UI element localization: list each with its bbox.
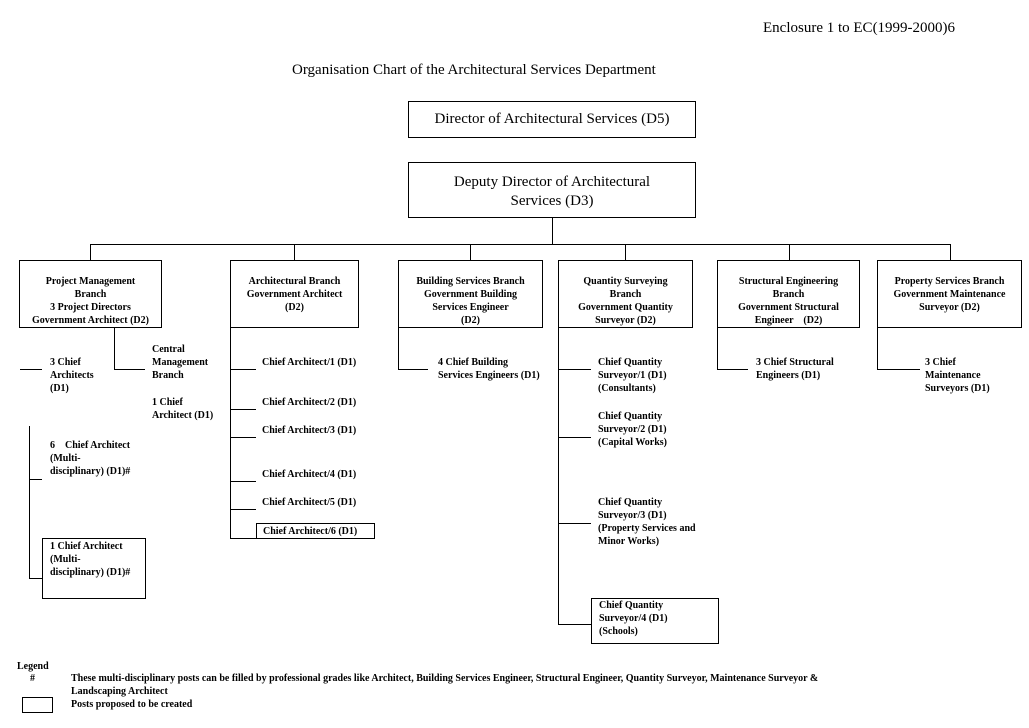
building-branch-heading: Building Services Branch Government Buil… <box>416 276 525 326</box>
central-management-branch: Central Management Branch <box>152 344 209 381</box>
property-connector <box>877 369 920 370</box>
property-vertical <box>877 328 878 369</box>
chief-building-services-engineers: 4 Chief Building Services Engineers (D1) <box>438 357 540 381</box>
chief-architect-6: Chief Architect/6 (D1) <box>263 526 358 537</box>
structural-vertical <box>717 328 718 369</box>
director-box: Director of Architectural Services (D5) <box>408 101 696 138</box>
legend-hash-text: These multi-disciplinary posts can be fi… <box>71 673 819 697</box>
legend-box-text: Posts proposed to be created <box>71 699 193 710</box>
ca4-connector <box>230 481 256 482</box>
chief-architect-multi-1-proposed-box: 1 Chief Architect (Multi- disciplinary) … <box>42 538 146 599</box>
legend-proposed-box <box>22 697 53 713</box>
drop-architectural <box>294 244 295 260</box>
legend-title: Legend <box>17 661 49 672</box>
project-branch-heading: Project Management Branch 3 Project Dire… <box>31 276 149 326</box>
chief-quantity-surveyor-1: Chief Quantity Surveyor/1 (D1) (Consulta… <box>598 357 667 394</box>
chief-quantity-surveyor-4-proposed-box: Chief Quantity Surveyor/4 (D1) (Schools) <box>591 598 719 644</box>
structural-connector <box>717 369 748 370</box>
chief-quantity-surveyor-2: Chief Quantity Surveyor/2 (D1) (Capital … <box>598 411 667 448</box>
architectural-branch-box: Architectural Branch Government Architec… <box>230 260 359 328</box>
legend-hash-symbol: # <box>30 673 35 684</box>
building-vertical <box>398 328 399 369</box>
property-branch-heading: Property Services Branch Government Main… <box>893 276 1006 313</box>
central-branch-connector <box>114 369 145 370</box>
deputy-to-bus-line <box>552 218 553 244</box>
quantity-vertical <box>558 328 559 625</box>
chief-architect-1: Chief Architect/1 (D1) <box>262 357 357 368</box>
chief-architect-3: Chief Architect/3 (D1) <box>262 425 357 436</box>
deputy-director-label: Deputy Director of Architectural Service… <box>453 174 651 209</box>
cqs1-connector <box>558 369 591 370</box>
chief-architect-4: Chief Architect/4 (D1) <box>262 469 357 480</box>
drop-project <box>90 244 91 260</box>
chief-quantity-surveyor-4: Chief Quantity Surveyor/4 (D1) (Schools) <box>599 600 668 637</box>
drop-structural <box>789 244 790 260</box>
cqs3-connector <box>558 523 591 524</box>
cqs2-connector <box>558 437 591 438</box>
chief-structural-engineers: 3 Chief Structural Engineers (D1) <box>756 357 834 381</box>
project-management-branch-box: Project Management Branch 3 Project Dire… <box>19 260 162 328</box>
multi6-connector <box>29 479 42 480</box>
ca5-connector <box>230 509 256 510</box>
chief-architect-2: Chief Architect/2 (D1) <box>262 397 357 408</box>
property-services-branch-box: Property Services Branch Government Main… <box>877 260 1022 328</box>
quantity-branch-heading: Quantity Surveying Branch Government Qua… <box>578 276 673 326</box>
quantity-surveying-branch-box: Quantity Surveying Branch Government Qua… <box>558 260 693 328</box>
chief-architect-multi-6: 6 Chief Architect (Multi- disciplinary) … <box>50 440 131 477</box>
chief-quantity-surveyor-3: Chief Quantity Surveyor/3 (D1) (Property… <box>598 497 696 547</box>
building-connector <box>398 369 428 370</box>
architectural-branch-heading: Architectural Branch Government Architec… <box>246 276 343 313</box>
ca1-connector <box>230 369 256 370</box>
multi-disciplinary-vertical <box>29 426 30 578</box>
project-chief-architects: 3 Chief Architects (D1) <box>50 357 94 394</box>
chief-architect-multi-1: 1 Chief Architect (Multi- disciplinary) … <box>50 541 131 578</box>
ca3-connector <box>230 437 256 438</box>
chief-maintenance-surveyors: 3 Chief Maintenance Surveyors (D1) <box>925 357 990 394</box>
enclosure-reference: Enclosure 1 to EC(1999-2000)6 <box>763 20 956 36</box>
chief-architect-5: Chief Architect/5 (D1) <box>262 497 357 508</box>
central-chief-architect: 1 Chief Architect (D1) <box>152 397 214 421</box>
structural-engineering-branch-box: Structural Engineering Branch Government… <box>717 260 860 328</box>
ca6-connector <box>230 538 256 539</box>
chief-architects-connector <box>20 369 42 370</box>
drop-building <box>470 244 471 260</box>
branch-bus-line <box>90 244 950 245</box>
multi1-connector <box>29 578 42 579</box>
director-label: Director of Architectural Services (D5) <box>434 111 670 127</box>
deputy-director-box: Deputy Director of Architectural Service… <box>408 162 696 218</box>
chief-architect-6-proposed-box: Chief Architect/6 (D1) <box>256 523 375 539</box>
building-services-branch-box: Building Services Branch Government Buil… <box>398 260 543 328</box>
drop-quantity <box>625 244 626 260</box>
drop-property <box>950 244 951 260</box>
structural-branch-heading: Structural Engineering Branch Government… <box>738 276 839 326</box>
central-branch-vertical <box>114 328 115 369</box>
ca2-connector <box>230 409 256 410</box>
cqs4-connector <box>558 624 591 625</box>
architectural-vertical <box>230 328 231 538</box>
chart-title: Organisation Chart of the Architectural … <box>292 62 656 78</box>
